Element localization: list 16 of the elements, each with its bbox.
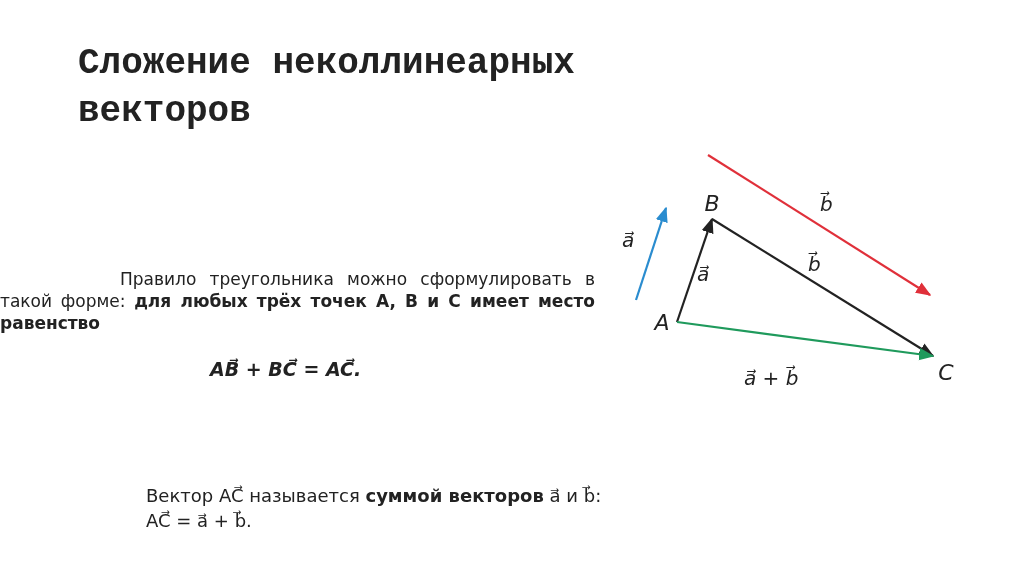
formula: AC⃗ = a⃗ + b⃗. (146, 510, 252, 532)
formula: AB⃗ + BC⃗ = AC⃗. (210, 358, 362, 380)
point-label: B (700, 192, 724, 216)
vector-arrow (711, 218, 935, 357)
vector-arrow (676, 320, 935, 361)
slide-title: Сложение неколлинеарных векторов (78, 42, 576, 134)
vector-label: b⃗ (820, 192, 833, 216)
vector-arrow (675, 217, 714, 323)
edge-label: a⃗ (697, 262, 710, 286)
edge-label: a⃗ + b⃗ (744, 366, 799, 390)
paragraph: Правило треугольника можно сформулировать в такой форме: для любых трёх точек A, B и C имеет место равенство (0, 268, 595, 334)
point-label: A (650, 311, 674, 335)
point-label: C (934, 361, 958, 385)
edge-label: b⃗ (808, 252, 821, 276)
sentence: Вектор AC⃗ называется суммой векторов a⃗ и b⃗: (146, 485, 602, 507)
vector-label: a⃗ (622, 228, 635, 252)
